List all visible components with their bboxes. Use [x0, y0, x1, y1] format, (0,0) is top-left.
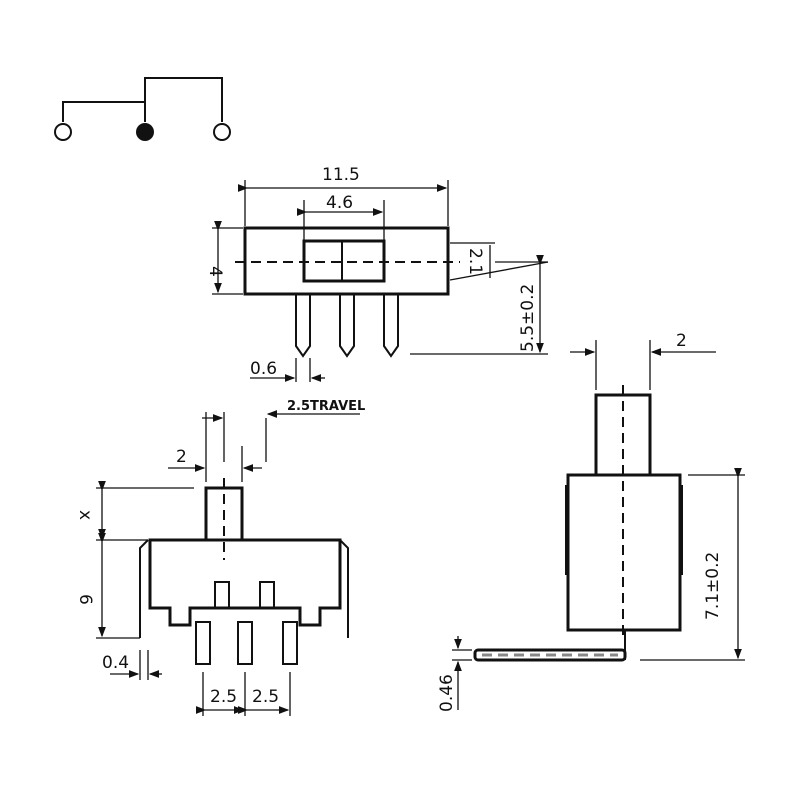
- dim-actuator-height: x: [75, 510, 95, 520]
- dim-pitch-left: 2.5: [210, 687, 237, 707]
- dim-lead-thickness: 0.46: [437, 674, 457, 712]
- schematic-symbol: [54, 77, 231, 141]
- dim-travel: 2.5TRAVEL: [287, 399, 365, 414]
- dim-body-height-front: 6: [75, 594, 95, 605]
- dim-pitch-right: 2.5: [252, 687, 279, 707]
- dim-actuator-width-front: 2: [176, 447, 187, 467]
- dim-side-height: 7.1±0.2: [703, 552, 723, 620]
- dim-actuator-width-side: 2: [676, 331, 687, 351]
- dim-body-height-top: 4: [205, 266, 225, 277]
- side-view: 2 7.1±0.2 0.46: [437, 331, 745, 712]
- dim-pin-width: 0.6: [250, 359, 277, 379]
- dim-pin-length: 5.5±0.2: [518, 284, 538, 352]
- dim-tab-thickness: 0.4: [102, 653, 129, 673]
- terminal-open-right: [213, 123, 231, 141]
- front-view: 2.5TRAVEL 2 x 6 0.4 2.5 2.5: [75, 399, 365, 716]
- dim-slider-width: 4.6: [326, 193, 353, 213]
- dim-overall-length: 11.5: [322, 165, 360, 185]
- terminal-common: [136, 123, 154, 141]
- terminal-open-left: [54, 123, 72, 141]
- dim-pin-offset: 2.1: [465, 248, 485, 275]
- top-view: 11.5 4.6 4 2.1 5.5±0.2 0.6: [205, 165, 549, 382]
